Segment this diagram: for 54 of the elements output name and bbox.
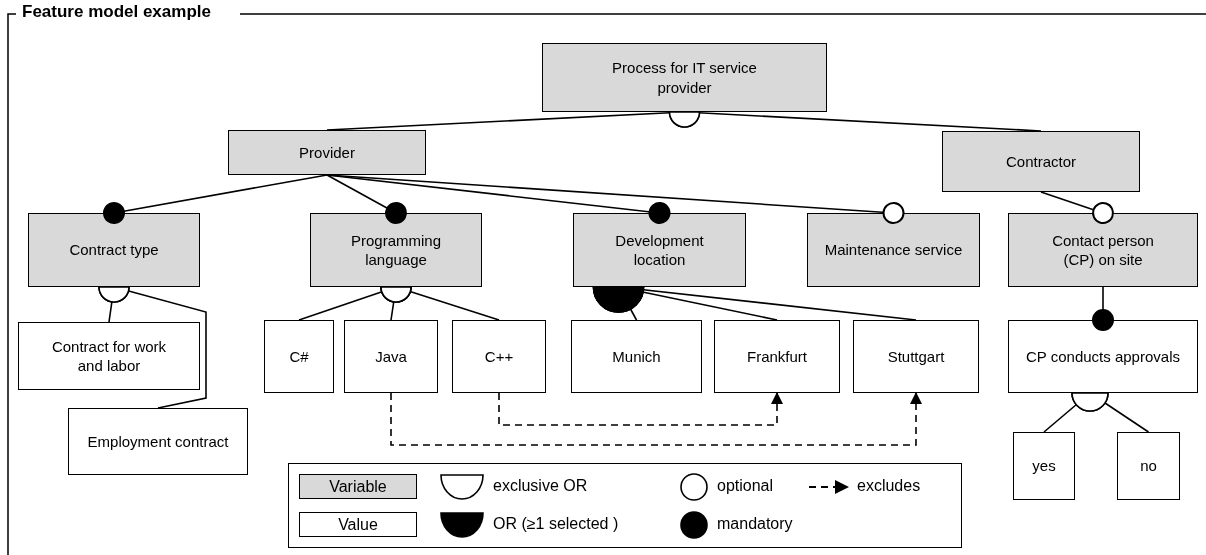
- connector-line: [668, 111, 1042, 132]
- arrow: [498, 392, 783, 426]
- legend-label: mandatory: [717, 515, 793, 533]
- variable-box: [542, 43, 827, 112]
- variable-box: [807, 213, 980, 287]
- value-box: [1008, 320, 1198, 393]
- node-label: Provider: [299, 142, 355, 163]
- variable-box: [310, 213, 482, 287]
- node-label: CP conducts approvals: [1026, 346, 1180, 367]
- node-label: Stuttgart: [887, 346, 945, 367]
- node-label: Contract type: [69, 240, 159, 260]
- node-label: C++: [484, 346, 514, 367]
- node-label: Maintenance service: [824, 240, 963, 260]
- value-box: [68, 408, 248, 475]
- variable-box: [573, 213, 746, 287]
- legend-label: exclusive OR: [493, 477, 588, 495]
- node-label: Java: [375, 346, 407, 367]
- variable-box: [228, 130, 426, 175]
- connector-line: [1092, 286, 1114, 331]
- legend-label: Value: [338, 515, 378, 534]
- connector-line: [103, 174, 328, 224]
- node-label: Employment contract: [87, 431, 229, 452]
- node-label: Process for IT service provider: [611, 58, 758, 97]
- legend-label: optional: [717, 477, 774, 495]
- value-box: [452, 320, 546, 393]
- value-box: [1117, 432, 1180, 500]
- connector-line: [592, 286, 917, 321]
- legend-label: Variable: [329, 477, 387, 496]
- node-label: Development location: [614, 230, 705, 270]
- node-label: yes: [1032, 456, 1056, 476]
- variable-box: [1008, 213, 1198, 287]
- node-label: Contractor: [1006, 151, 1076, 172]
- value-box: [18, 322, 200, 390]
- node-label: Contact person (CP) on site: [1051, 230, 1155, 270]
- legend-label: excludes: [857, 477, 921, 495]
- node-label: Frankfurt: [747, 346, 807, 367]
- value-box: [344, 320, 438, 393]
- arrow: [390, 392, 922, 446]
- node-label: no: [1140, 456, 1157, 476]
- value-box: [853, 320, 979, 393]
- legend-label: OR (≥1 selected ): [493, 515, 619, 533]
- node-label: Programming language: [350, 230, 442, 270]
- variable-box: [28, 213, 200, 287]
- value-box: [714, 320, 840, 393]
- value-box: [571, 320, 702, 393]
- node-label: Munich: [612, 346, 661, 367]
- variable-box: [942, 131, 1140, 192]
- connector-line: [1071, 392, 1150, 433]
- value-box: [264, 320, 334, 393]
- value-box: [1013, 432, 1075, 500]
- node-label: C#: [289, 346, 309, 367]
- connector-line: [326, 174, 407, 224]
- node-label: Contract for work and labor: [50, 336, 168, 376]
- connector-line: [380, 286, 500, 321]
